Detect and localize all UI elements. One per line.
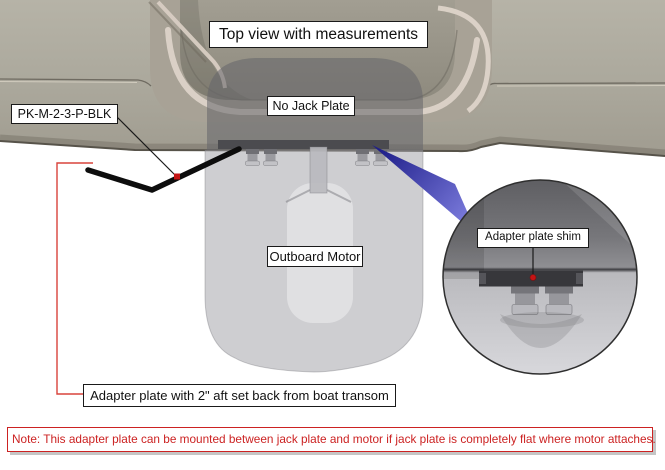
setback-label: Adapter plate with 2" aft set back from … xyxy=(83,384,396,407)
note-banner: Note: This adapter plate can be mounted … xyxy=(7,427,656,452)
inset-bolts xyxy=(511,286,573,315)
adapter-plate-shim-label: Adapter plate shim xyxy=(477,228,589,248)
part-number-label: PK-M-2-3-P-BLK xyxy=(11,104,118,124)
part-number-pointer-line xyxy=(116,116,177,177)
part-number-pointer-dot xyxy=(174,173,180,180)
deck-seam-left xyxy=(0,78,152,87)
shim-pointer-dot xyxy=(529,274,537,281)
title-label: Top view with measurements xyxy=(209,21,428,48)
hull-bottom-edge xyxy=(0,140,665,157)
well-right-corner-highlight xyxy=(437,5,491,114)
motor-linkage-left xyxy=(285,189,311,203)
magnifier-wedge xyxy=(372,145,478,236)
magnifier-circle-border xyxy=(442,179,638,375)
outboard-motor-label: Outboard Motor xyxy=(267,246,363,267)
deck-seam-right-highlight xyxy=(496,85,665,87)
plate-bolts-left xyxy=(245,149,278,166)
motor-steering-stem xyxy=(309,146,328,194)
no-jack-plate-label: No Jack Plate xyxy=(267,96,355,116)
well-floor-inner-shadow xyxy=(180,0,252,100)
motor-linkage-right xyxy=(326,189,352,203)
magnifier-inset xyxy=(443,180,637,374)
setback-bracket-line xyxy=(56,162,93,395)
well-left-ridge-shadow xyxy=(148,1,207,63)
hull-bottom-shadow xyxy=(0,134,665,157)
rigging-cable xyxy=(85,146,242,193)
deck-seam-left-highlight xyxy=(0,81,138,83)
